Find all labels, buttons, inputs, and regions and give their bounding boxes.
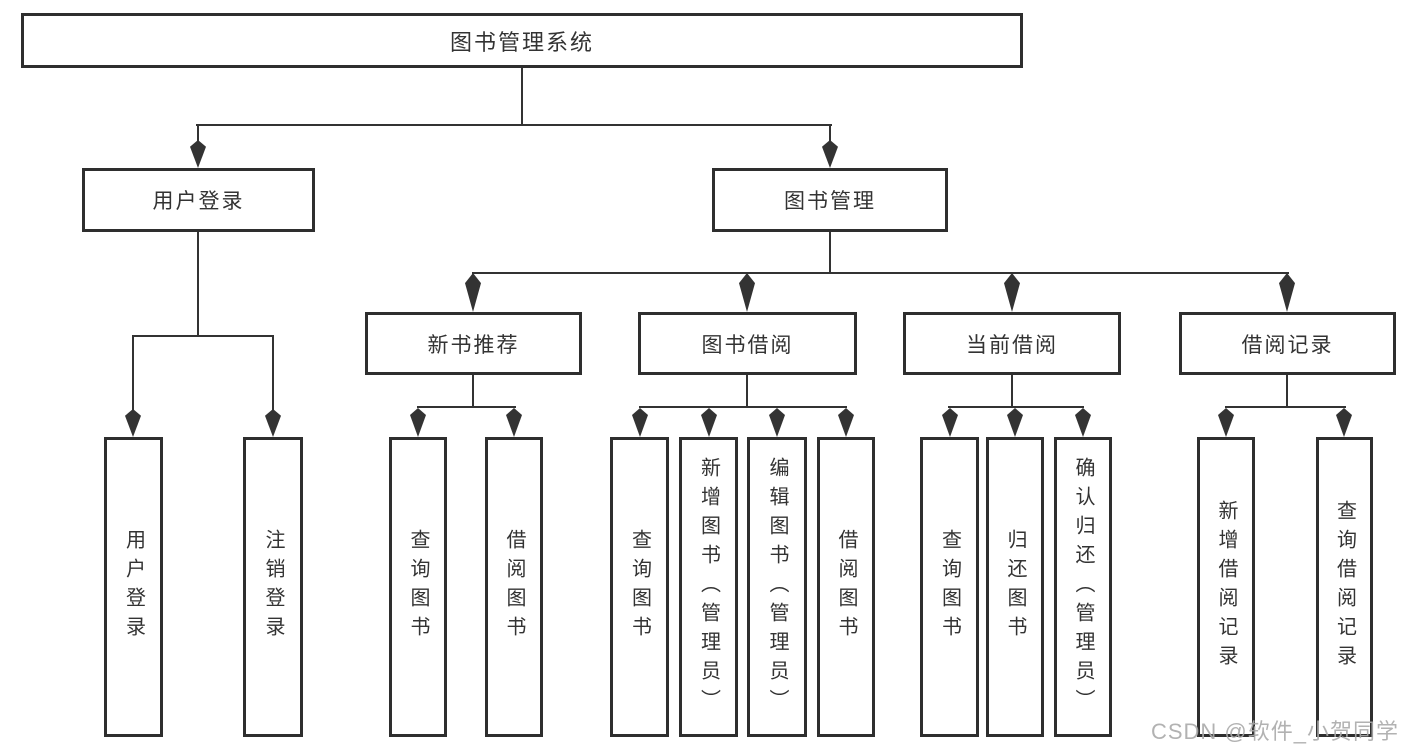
connector-book-borrow-split [639,406,847,408]
node-user-login-label: 用户登录 [152,190,245,213]
arrow-down-icon-nb-query [410,408,426,437]
leaf-logout-label: 注销登录 [262,529,284,645]
arrow-down-icon-bb-edit [769,408,785,437]
node-root-label: 图书管理系统 [449,29,594,55]
arrow-down-icon-br-query [1336,408,1352,437]
connector-user-login-split [132,335,274,337]
leaf-query-books-current-label: 查询图书 [938,529,961,645]
arrow-down-icon-borrow-records [1279,273,1295,312]
node-book-management-label: 图书管理 [784,190,876,213]
leaf-borrow-books-label: 借阅图书 [835,529,857,645]
leaf-query-borrow-record-label: 查询借阅记录 [1333,500,1356,674]
node-borrow-records: 借阅记录 [1179,312,1396,375]
leaf-query-books-recommend-label: 查询图书 [407,529,429,645]
node-new-book-recommend: 新书推荐 [365,312,582,375]
connector-new-book-split [417,406,516,408]
arrow-down-icon-bb-borrow [838,408,854,437]
leaf-confirm-return-admin: 确认归还（管理员） [1054,437,1112,737]
arrow-down-icon-user-login [190,140,206,168]
leaf-add-books-admin-label: 新增图书（管理员） [697,456,720,718]
leaf-query-books-recommend: 查询图书 [389,437,447,737]
node-user-login: 用户登录 [82,168,315,232]
leaf-query-books-borrow: 查询图书 [610,437,669,737]
connector-root-drop [521,68,523,125]
leaf-logout: 注销登录 [243,437,303,737]
leaf-user-login-label: 用户登录 [122,529,145,645]
arrow-down-icon-cb-confirm [1075,408,1091,437]
node-current-borrow: 当前借阅 [903,312,1121,375]
watermark: CSDN @软件_小贺同学 [1150,719,1399,744]
connector-user-login-stem [197,124,199,146]
arrow-down-icon-bb-query [632,408,648,437]
arrow-down-icon-leaf-login [125,409,141,437]
node-root: 图书管理系统 [21,13,1023,68]
leaf-query-books-current: 查询图书 [920,437,979,737]
connector-current-borrow-drop [1011,375,1013,408]
node-book-management: 图书管理 [712,168,948,232]
node-book-borrow-label: 图书借阅 [701,333,794,357]
arrow-down-icon-book-borrow [739,273,755,312]
arrow-down-icon-br-add [1218,408,1234,437]
leaf-confirm-return-admin-label: 确认归还（管理员） [1072,456,1094,718]
leaf-user-login: 用户登录 [104,437,163,737]
connector-leaf-login-stem [132,335,134,413]
arrow-down-icon-new-book [465,273,481,312]
leaf-edit-books-admin: 编辑图书（管理员） [747,437,807,737]
arrow-down-icon-current-borrow [1004,273,1020,312]
connector-level3-split [472,272,1289,274]
leaf-borrow-books: 借阅图书 [817,437,875,737]
leaf-query-borrow-record: 查询借阅记录 [1316,437,1373,737]
arrow-down-icon-cb-query [942,408,958,437]
connector-book-mgmt-stem [829,124,831,146]
connector-borrow-records-split [1225,406,1346,408]
node-book-borrow: 图书借阅 [638,312,857,375]
leaf-add-borrow-record-label: 新增借阅记录 [1215,500,1237,674]
connector-user-login-drop [197,232,199,337]
node-current-borrow-label: 当前借阅 [966,333,1058,357]
leaf-add-borrow-record: 新增借阅记录 [1197,437,1255,737]
connector-level2-split [196,124,832,126]
node-new-book-recommend-label: 新书推荐 [427,333,520,357]
leaf-add-books-admin: 新增图书（管理员） [679,437,738,737]
node-borrow-records-label: 借阅记录 [1241,333,1334,357]
leaf-query-books-borrow-label: 查询图书 [628,529,651,645]
connector-book-borrow-drop [746,375,748,408]
arrow-down-icon-bb-add [701,408,717,437]
connector-new-book-drop [472,375,474,408]
connector-book-mgmt-drop [829,232,831,274]
connector-leaf-logout-stem [272,335,274,413]
arrow-down-icon-leaf-logout [265,409,281,437]
connector-current-borrow-split [948,406,1084,408]
leaf-borrow-books-recommend: 借阅图书 [485,437,543,737]
leaf-return-books-label: 归还图书 [1004,529,1026,645]
leaf-edit-books-admin-label: 编辑图书（管理员） [766,456,788,718]
leaf-borrow-books-recommend-label: 借阅图书 [503,529,525,645]
arrow-down-icon-book-mgmt [822,140,838,168]
connector-borrow-records-drop [1286,375,1288,408]
arrow-down-icon-nb-borrow [506,408,522,437]
leaf-return-books: 归还图书 [986,437,1044,737]
arrow-down-icon-cb-return [1007,408,1023,437]
